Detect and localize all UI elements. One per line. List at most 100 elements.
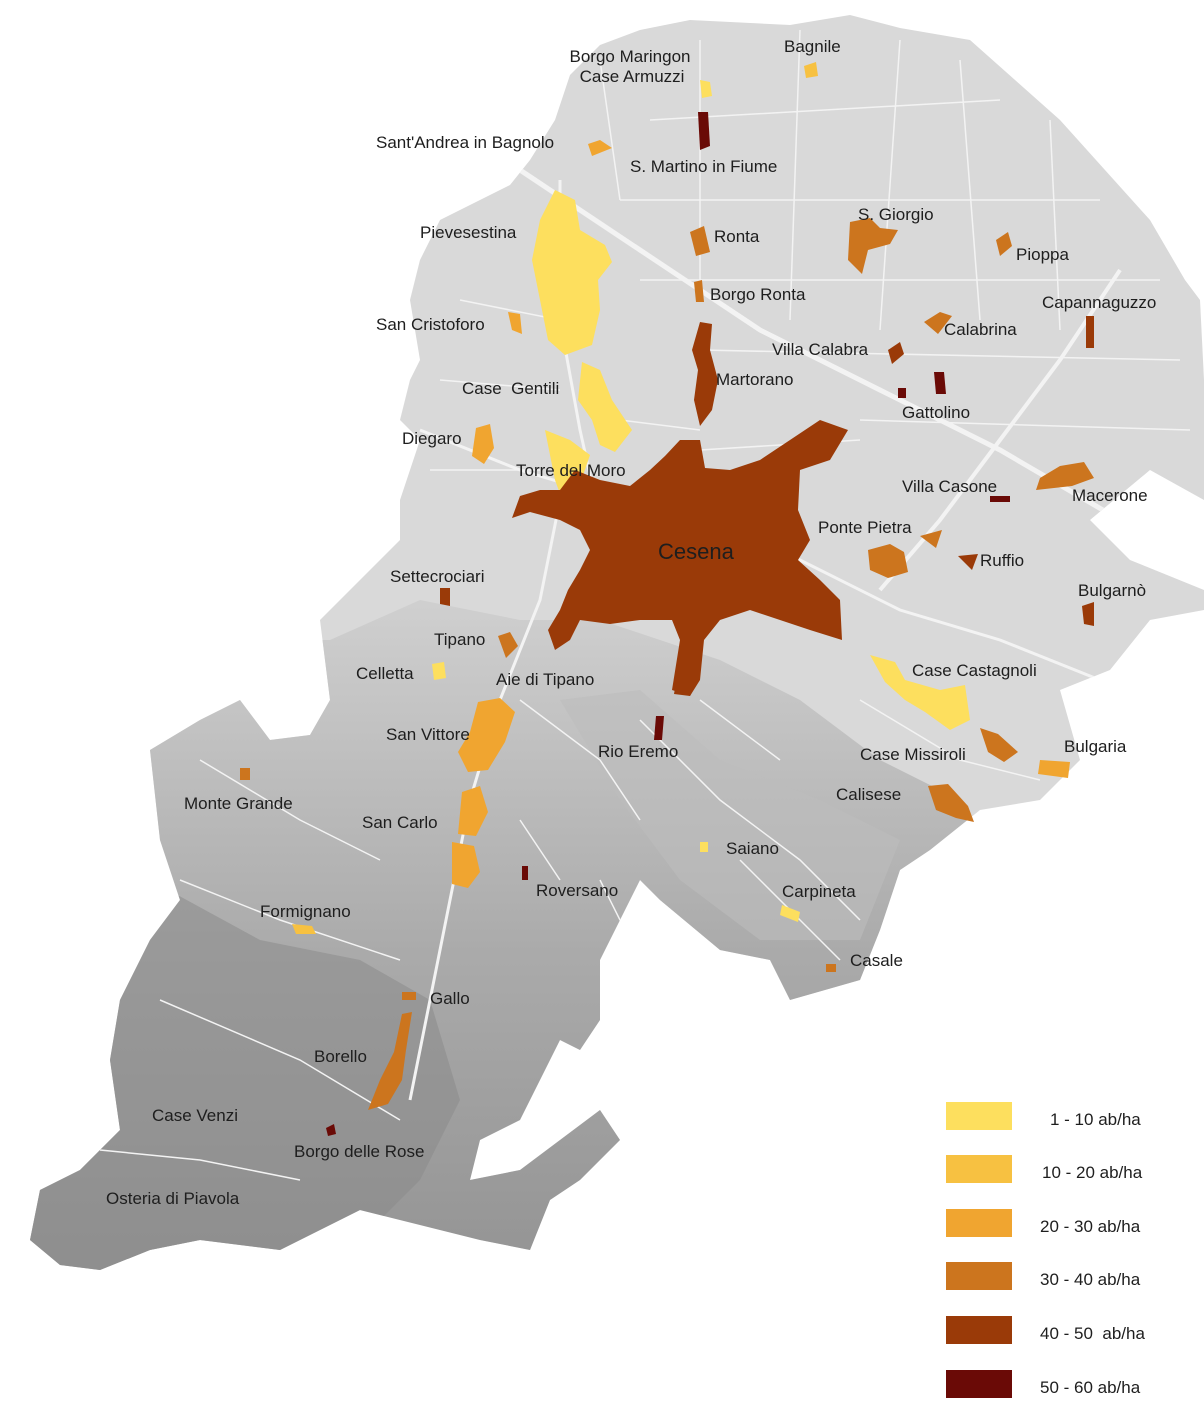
settlement-roversano [522, 866, 528, 880]
label-bulgarno: Bulgarnò [1078, 581, 1146, 600]
settlement-santandrea [588, 140, 612, 156]
legend-swatch-3 [946, 1209, 1012, 1237]
settlement-villa-casone [990, 496, 1010, 502]
label-calisese: Calisese [836, 785, 901, 804]
label-san-carlo: San Carlo [362, 813, 438, 832]
legend-label-4: 30 - 40 ab/ha [1040, 1270, 1141, 1289]
settlement-gallo [402, 992, 416, 1000]
label-borgo-ronta: Borgo Ronta [710, 285, 806, 304]
label-cesena: Cesena [658, 539, 735, 564]
label-gallo: Gallo [430, 989, 470, 1008]
settlement-san-carlo [458, 786, 488, 836]
label-capannaguzzo: Capannaguzzo [1042, 293, 1156, 312]
label-case-venzi: Case Venzi [152, 1106, 238, 1125]
settlement-pievesestina [532, 190, 612, 355]
label-ponte-pietra: Ponte Pietra [818, 518, 912, 537]
settlement-borgo-delle-rose [326, 1124, 336, 1136]
label-diegaro: Diegaro [402, 429, 462, 448]
label-borgo-maringon: Borgo Maringon [570, 47, 691, 66]
settlement-tipano [498, 632, 518, 658]
legend-swatch-4 [946, 1262, 1012, 1290]
legend-swatch-1 [946, 1102, 1012, 1130]
settlement-case-missiroli [980, 728, 1018, 762]
label-case-gentili: Case Gentili [462, 379, 559, 398]
settlement-bagnile [804, 62, 818, 78]
label-ruffio: Ruffio [980, 551, 1024, 570]
label-borgo-delle-rose: Borgo delle Rose [294, 1142, 424, 1161]
settlement-cesena-south [674, 620, 704, 696]
legend-label-5: 40 - 50 ab/ha [1040, 1324, 1145, 1343]
settlement-ponte-pietra-east [920, 530, 942, 548]
label-case-missiroli: Case Missiroli [860, 745, 966, 764]
label-macerone: Macerone [1072, 486, 1148, 505]
settlement-formignano [292, 924, 316, 934]
label-san-cristoforo: San Cristoforo [376, 315, 485, 334]
settlement-macerone [1036, 462, 1094, 490]
settlement-case-gentili [578, 362, 632, 452]
label-martorano: Martorano [716, 370, 793, 389]
settlement-s-giorgio [848, 218, 898, 274]
label-villa-casone: Villa Casone [902, 477, 997, 496]
settlement-gattolino [934, 372, 946, 394]
label-carpineta: Carpineta [782, 882, 856, 901]
settlement-san-vittore [458, 698, 515, 772]
legend-item-1-10: 1 - 10 ab/ha [946, 1102, 1141, 1130]
legend-swatch-6 [946, 1370, 1012, 1398]
label-case-castagnoli: Case Castagnoli [912, 661, 1037, 680]
label-celletta: Celletta [356, 664, 414, 683]
label-monte-grande: Monte Grande [184, 794, 293, 813]
settlements [240, 62, 1094, 1136]
settlement-capannaguzzo [1086, 316, 1094, 348]
legend-item-40-50: 40 - 50 ab/ha [946, 1316, 1145, 1344]
label-ronta: Ronta [714, 227, 760, 246]
settlement-torre-del-moro [545, 430, 590, 510]
label-roversano: Roversano [536, 881, 618, 900]
label-aie-di-tipano: Aie di Tipano [496, 670, 594, 689]
settlement-rio-eremo [654, 716, 664, 740]
label-formignano: Formignano [260, 902, 351, 921]
settlement-ronta [690, 226, 710, 256]
settlement-san-cristoforo [508, 312, 522, 334]
settlement-san-carlo-south [452, 842, 480, 888]
settlement-bulgarno [1082, 602, 1094, 626]
settlement-calabrina [924, 312, 952, 334]
legend-swatch-5 [946, 1316, 1012, 1344]
legend-item-10-20: 10 - 20 ab/ha [946, 1155, 1143, 1183]
legend-item-30-40: 30 - 40 ab/ha [946, 1262, 1141, 1290]
settlement-calisese [928, 784, 974, 822]
hill-relief-mid [560, 690, 900, 940]
label-saiano: Saiano [726, 839, 779, 858]
settlement-ponte-pietra [868, 544, 908, 578]
settlement-villa-calabra [888, 342, 904, 364]
settlement-bulgaria [1038, 760, 1070, 778]
label-case-armuzzi: Case Armuzzi [580, 67, 685, 86]
label-san-vittore: San Vittore [386, 725, 470, 744]
label-pioppa: Pioppa [1016, 245, 1069, 264]
label-villa-calabra: Villa Calabra [772, 340, 869, 359]
label-calabrina: Calabrina [944, 320, 1017, 339]
label-borello: Borello [314, 1047, 367, 1066]
settlement-monte-grande [240, 768, 250, 780]
settlement-s-martino-in-fiume [698, 112, 710, 150]
settlement-pioppa [996, 232, 1012, 256]
label-osteria-di-piavola: Osteria di Piavola [106, 1189, 240, 1208]
minor-roads-north [430, 29, 1191, 471]
settlement-casale [826, 964, 836, 972]
label-s-martino-in-fiume: S. Martino in Fiume [630, 157, 777, 176]
settlement-case-castagnoli [870, 655, 970, 730]
legend-label-2: 10 - 20 ab/ha [1042, 1163, 1143, 1182]
settlement-borello [368, 1012, 412, 1110]
legend-label-1: 1 - 10 ab/ha [1050, 1110, 1141, 1129]
label-torre-del-moro: Torre del Moro [516, 461, 626, 480]
settlement-cesena [512, 420, 848, 696]
legend-swatch-2 [946, 1155, 1012, 1183]
label-casale: Casale [850, 951, 903, 970]
settlement-settecrociari [440, 588, 450, 606]
legend-label-6: 50 - 60 ab/ha [1040, 1378, 1141, 1397]
settlement-carpineta [780, 905, 800, 922]
label-settecrociari: Settecrociari [390, 567, 484, 586]
legend-item-50-60: 50 - 60 ab/ha [946, 1370, 1141, 1398]
place-labels: Borgo Maringon Case Armuzzi Bagnile Sant… [106, 37, 1156, 1208]
label-bagnile: Bagnile [784, 37, 841, 56]
